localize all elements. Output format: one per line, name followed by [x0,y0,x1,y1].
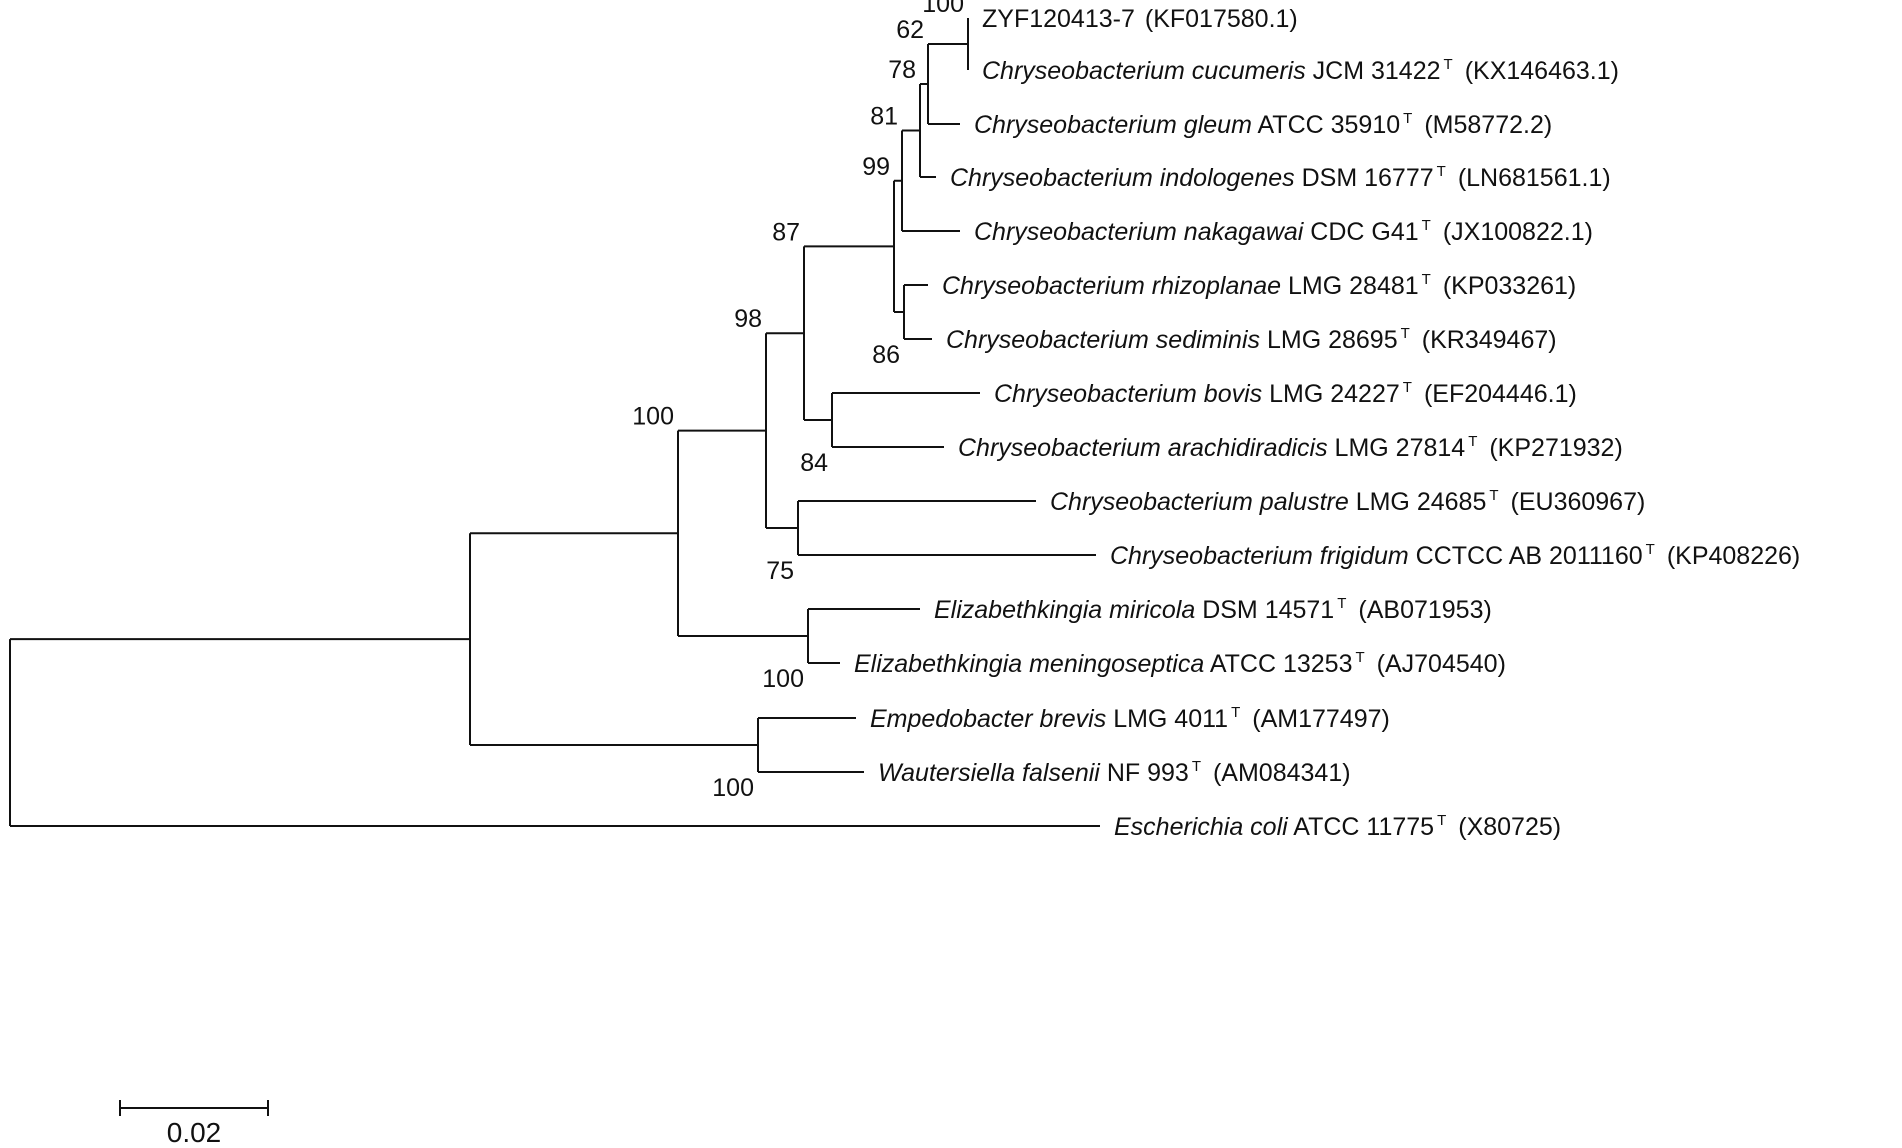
accession-number: (LN681561.1) [1458,164,1611,192]
type-strain-mark: T [1437,163,1446,180]
accession-number: (JX100822.1) [1443,218,1593,246]
bootstrap-value: 62 [896,16,924,44]
species-name: Chryseobacterium sediminis [946,326,1260,354]
accession-number: (KP271932) [1489,434,1622,462]
species-name: Empedobacter brevis [870,705,1106,733]
type-strain-mark: T [1192,758,1201,775]
accession-number: (EF204446.1) [1424,380,1577,408]
species-name: Elizabethkingia meningoseptica [854,650,1204,678]
species-name: Chryseobacterium rhizoplanae [942,272,1281,300]
strain-name: ATCC 13253 [1210,650,1353,678]
bootstrap-value: 75 [766,557,794,585]
species-name: Wautersiella falsenii [878,759,1101,787]
type-strain-mark: T [1403,110,1412,127]
scale-bar-label: 0.02 [167,1117,222,1148]
accession-number: (KP033261) [1443,272,1576,300]
strain-name: DSM 14571 [1202,596,1334,624]
tree-branches [9,18,1100,827]
accession-number: (M58772.2) [1424,111,1552,139]
bootstrap-value: 100 [922,0,964,18]
bootstrap-value: 81 [870,103,898,131]
species-name: Chryseobacterium indologenes [950,164,1295,192]
type-strain-mark: T [1422,271,1431,288]
strain-name: LMG 27814 [1335,434,1466,462]
accession-number: (AJ704540) [1377,650,1506,678]
bootstrap-value: 99 [862,153,890,181]
accession-number: (AM084341) [1213,759,1351,787]
bootstrap-value: 100 [712,774,754,802]
strain-name: DSM 16777 [1302,164,1434,192]
strain-name: ZYF120413-7 [982,5,1135,33]
species-name: Elizabethkingia miricola [934,596,1195,624]
type-strain-mark: T [1231,704,1240,721]
species-name: Escherichia coli [1114,813,1289,841]
accession-number: (X80725) [1458,813,1561,841]
scale-bar: 0.02 [119,1100,269,1148]
type-strain-mark: T [1401,325,1410,342]
strain-name: NF 993 [1107,759,1189,787]
bootstrap-value: 84 [800,449,828,477]
type-strain-mark: T [1646,541,1655,558]
strain-name: JCM 31422 [1313,57,1441,85]
bootstrap-value: 100 [632,403,674,431]
type-strain-mark: T [1422,217,1431,234]
strain-name: CDC G41 [1310,218,1418,246]
species-name: Chryseobacterium bovis [994,380,1262,408]
bootstrap-value: 78 [888,56,916,84]
accession-number: (AB071953) [1358,596,1491,624]
leaf-label: ZYF120413-7 (KF017580.1) [982,5,1298,33]
bootstrap-value: 86 [872,341,900,369]
accession-number: (KR349467) [1422,326,1557,354]
species-name: Chryseobacterium palustre [1050,488,1349,516]
bootstrap-value: 87 [772,218,800,246]
species-name: Chryseobacterium gleum [974,111,1252,139]
type-strain-mark: T [1437,812,1446,829]
strain-name: LMG 24685 [1356,488,1487,516]
accession-number: (KX146463.1) [1465,57,1619,85]
leaf-label: Elizabethkingia meningoseptica ATCC 1325… [854,649,1506,678]
species-name: Chryseobacterium cucumeris [982,57,1306,85]
accession-number: (AM177497) [1252,705,1390,733]
strain-name: LMG 4011 [1113,705,1228,733]
strain-name: LMG 28695 [1267,326,1398,354]
species-name: Chryseobacterium nakagawai [974,218,1305,246]
bootstrap-value: 98 [734,305,762,333]
species-name: Chryseobacterium arachidiradicis [958,434,1328,462]
strain-name: ATCC 11775 [1293,813,1434,841]
type-strain-mark: T [1355,649,1364,666]
bootstrap-value: 100 [762,665,804,693]
type-strain-mark: T [1337,595,1346,612]
type-strain-mark: T [1403,379,1412,396]
leaf-label: Chryseobacterium arachidiradicis LMG 278… [958,433,1623,462]
strain-name: LMG 28481 [1288,272,1419,300]
type-strain-mark: T [1444,56,1453,73]
accession-number: (EU360967) [1511,488,1646,516]
strain-name: CCTCC AB 2011160 [1416,542,1643,570]
leaf-labels: ZYF120413-7 (KF017580.1) Chryseobacterium … [854,5,1800,841]
strain-name: LMG 24227 [1269,380,1400,408]
accession-number: (KF017580.1) [1145,5,1298,33]
type-strain-mark: T [1489,487,1498,504]
leaf-label: Chryseobacterium frigidum CCTCC AB 20111… [1110,541,1800,570]
strain-name: ATCC 35910 [1257,111,1400,139]
accession-number: (KP408226) [1667,542,1800,570]
type-strain-mark: T [1468,433,1477,450]
species-name: Chryseobacterium frigidum [1110,542,1409,570]
